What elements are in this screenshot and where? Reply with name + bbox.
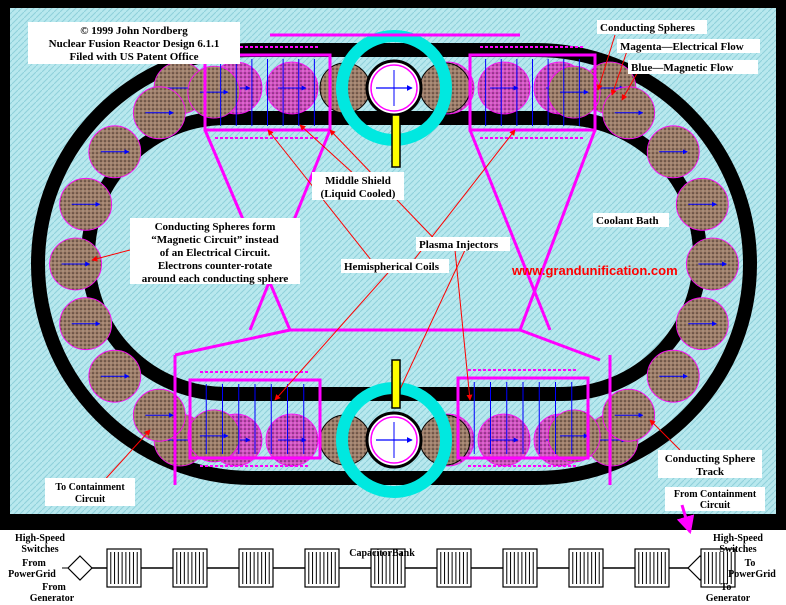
plasma-injectors-box	[416, 237, 510, 251]
capacitor	[634, 548, 670, 588]
coil-box	[188, 378, 322, 460]
hemispherical-coils-label: Hemispherical Coils	[344, 261, 440, 273]
capacitor-circuit	[62, 548, 736, 588]
electrical-flow-ring	[370, 64, 418, 112]
plasma-injector-top	[391, 114, 401, 168]
coil-box	[468, 53, 597, 132]
magnetic-circuit-line3: of an Electrical Circuit.	[160, 247, 271, 259]
coolant-bath-label: Coolant Bath	[596, 215, 659, 227]
left-switches-label: High-Speed	[15, 533, 65, 544]
sphere-track-label: Conducting Sphere	[665, 453, 756, 465]
magnetic-circuit-line5: around each conducting sphere	[142, 273, 289, 285]
website-url: www.grandunification.com	[511, 263, 678, 278]
to-powergrid-label: To	[745, 558, 756, 569]
outer-track	[31, 43, 757, 485]
capacitor	[436, 548, 472, 588]
legend-box-3	[628, 60, 758, 74]
from-containment-sublabel: Circuit	[700, 500, 731, 511]
capacitor	[700, 548, 736, 588]
middle-shield-box	[312, 172, 404, 200]
coolant-bath-box	[593, 213, 669, 227]
left-switches-sublabel: Switches	[21, 544, 58, 555]
to-generator-label: To	[721, 582, 732, 593]
right-switches-sublabel: Switches	[719, 544, 756, 555]
magnetic-circuit-box	[130, 218, 300, 284]
capacitor	[304, 548, 340, 588]
to-containment-box	[45, 478, 135, 506]
legend-electrical-flow: Magenta—Electrical Flow	[620, 41, 744, 53]
capacitor	[238, 548, 274, 588]
magnetic-circuit-line1: Conducting Spheres form	[155, 221, 276, 233]
sphere-track-sublabel: Track	[696, 466, 725, 478]
reactor-title: Nuclear Fusion Reactor Design 6.1.1	[49, 38, 220, 50]
magnetic-circuit-line2: “Magnetic Circuit” instead	[151, 234, 279, 246]
legend-magnetic-flow: Blue—Magnetic Flow	[631, 62, 733, 74]
to-containment-label: To Containment	[55, 482, 125, 493]
magnetic-circuit-line4: Electrons counter-rotate	[158, 260, 272, 272]
right-switches-label: High-Speed	[713, 533, 763, 544]
conducting-spheres	[49, 61, 739, 467]
legend-box-1	[597, 20, 707, 34]
from-generator-label: From	[42, 582, 66, 593]
to-powergrid-sublabel: PowerGrid	[728, 569, 776, 580]
coil-box	[203, 53, 332, 132]
copyright-text: © 1999 John Nordberg	[80, 25, 188, 37]
to-containment-sublabel: Circuit	[75, 494, 106, 505]
middle-shield-sublabel: (Liquid Cooled)	[321, 188, 396, 200]
legend-conducting-spheres: Conducting Spheres	[600, 22, 696, 34]
capacitor	[106, 548, 142, 588]
from-powergrid-label: From	[22, 558, 46, 569]
coil-box	[456, 376, 590, 460]
middle-shield-label: Middle Shield	[325, 175, 391, 187]
capacitor-bank-label: CapacitorBank	[349, 548, 415, 559]
capacitor	[568, 548, 604, 588]
hemispherical-coils-box	[341, 259, 449, 273]
to-generator-sublabel: Generator	[706, 593, 751, 604]
from-generator-sublabel: Generator	[30, 593, 75, 604]
sphere-track-box	[658, 450, 762, 478]
plasma-injectors-label: Plasma Injectors	[419, 239, 499, 251]
leader-lines	[91, 34, 681, 486]
header-box	[28, 22, 240, 64]
plasma-injector-bottom	[391, 359, 401, 409]
left-switch-icon	[67, 555, 93, 581]
electrical-flow-ring	[370, 416, 418, 464]
from-powergrid-sublabel: PowerGrid	[8, 569, 56, 580]
hemispherical-coils	[188, 46, 597, 467]
capacitor	[172, 548, 208, 588]
patent-text: Filed with US Patent Office	[70, 51, 199, 63]
capacitor	[502, 548, 538, 588]
capacitor	[370, 548, 406, 588]
legend-box-2	[617, 39, 760, 53]
from-containment-label: From Containment	[674, 489, 757, 500]
containment-arrow	[676, 504, 695, 535]
